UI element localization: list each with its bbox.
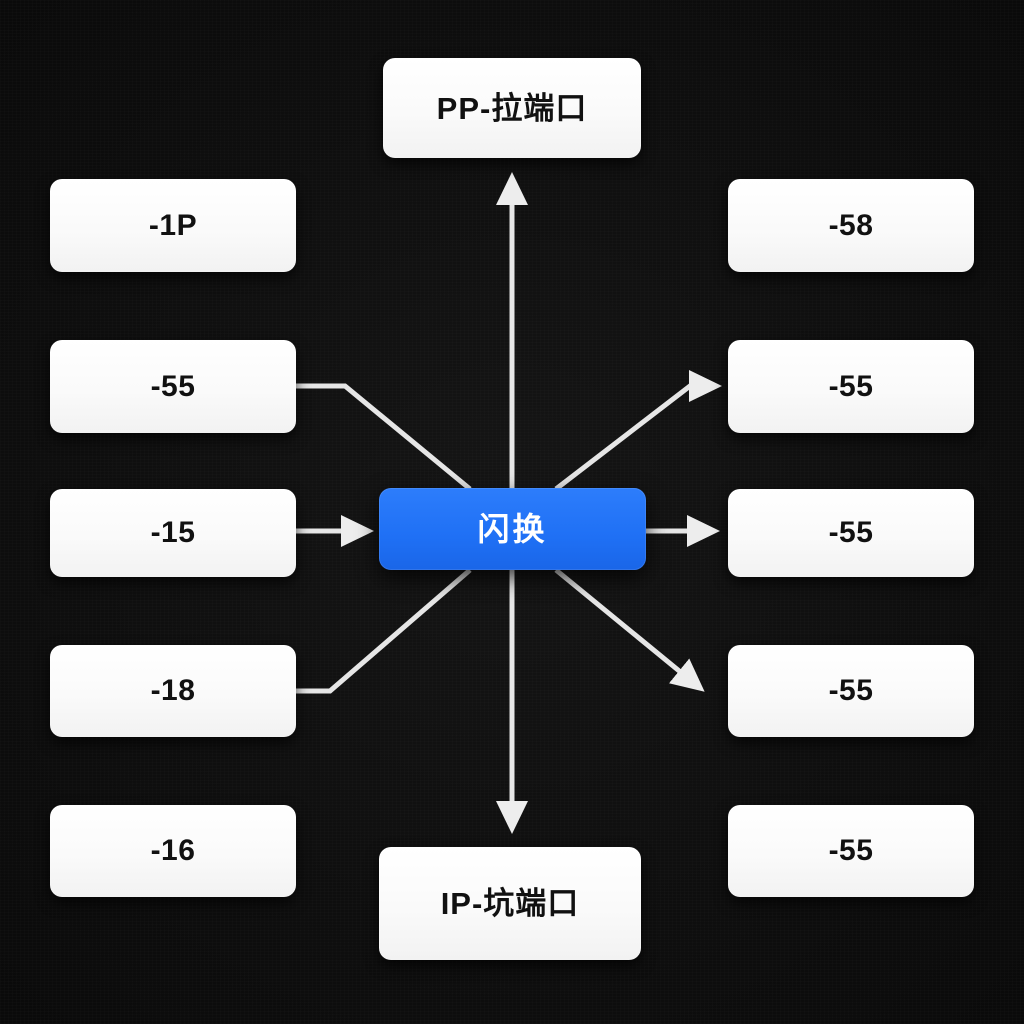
node-right-2[interactable]: -55 [728, 340, 974, 433]
node-center-hub-label: 闪换 [477, 511, 548, 547]
edge-center-to-right-55-upper [554, 370, 722, 491]
node-left-4[interactable]: -18 [50, 645, 296, 737]
node-left-1-label: -1P [148, 208, 198, 242]
node-right-1-label: -58 [828, 208, 874, 242]
node-top-port[interactable]: PP-拉端口 [383, 58, 641, 158]
node-left-2-label: -55 [150, 369, 196, 403]
node-right-5[interactable]: -55 [728, 805, 974, 897]
node-right-5-label: -55 [828, 834, 874, 867]
node-left-4-label: -18 [150, 674, 196, 707]
node-right-4[interactable]: -55 [728, 645, 974, 737]
node-center-hub[interactable]: 闪换 [379, 488, 646, 570]
edge-center-to-right-55-lower [554, 568, 705, 692]
node-right-1[interactable]: -58 [728, 179, 974, 272]
node-left-3-label: -15 [150, 516, 196, 549]
node-right-3-label: -55 [828, 516, 874, 549]
edge-left-18-to-center [296, 568, 472, 694]
node-right-3[interactable]: -55 [728, 489, 974, 577]
node-left-5-label: -16 [150, 834, 196, 867]
node-right-2-label: -55 [828, 369, 874, 403]
node-left-5[interactable]: -16 [50, 805, 296, 897]
node-right-4-label: -55 [828, 674, 874, 707]
edge-left-55-to-center [296, 383, 472, 491]
node-left-2[interactable]: -55 [50, 340, 296, 433]
node-top-port-label: PP-拉端口 [436, 90, 588, 126]
node-bottom-port[interactable]: IP-坑端口 [379, 847, 641, 960]
node-bottom-port-label: IP-坑端口 [440, 886, 580, 921]
node-left-3[interactable]: -15 [50, 489, 296, 577]
node-left-1[interactable]: -1P [50, 179, 296, 272]
